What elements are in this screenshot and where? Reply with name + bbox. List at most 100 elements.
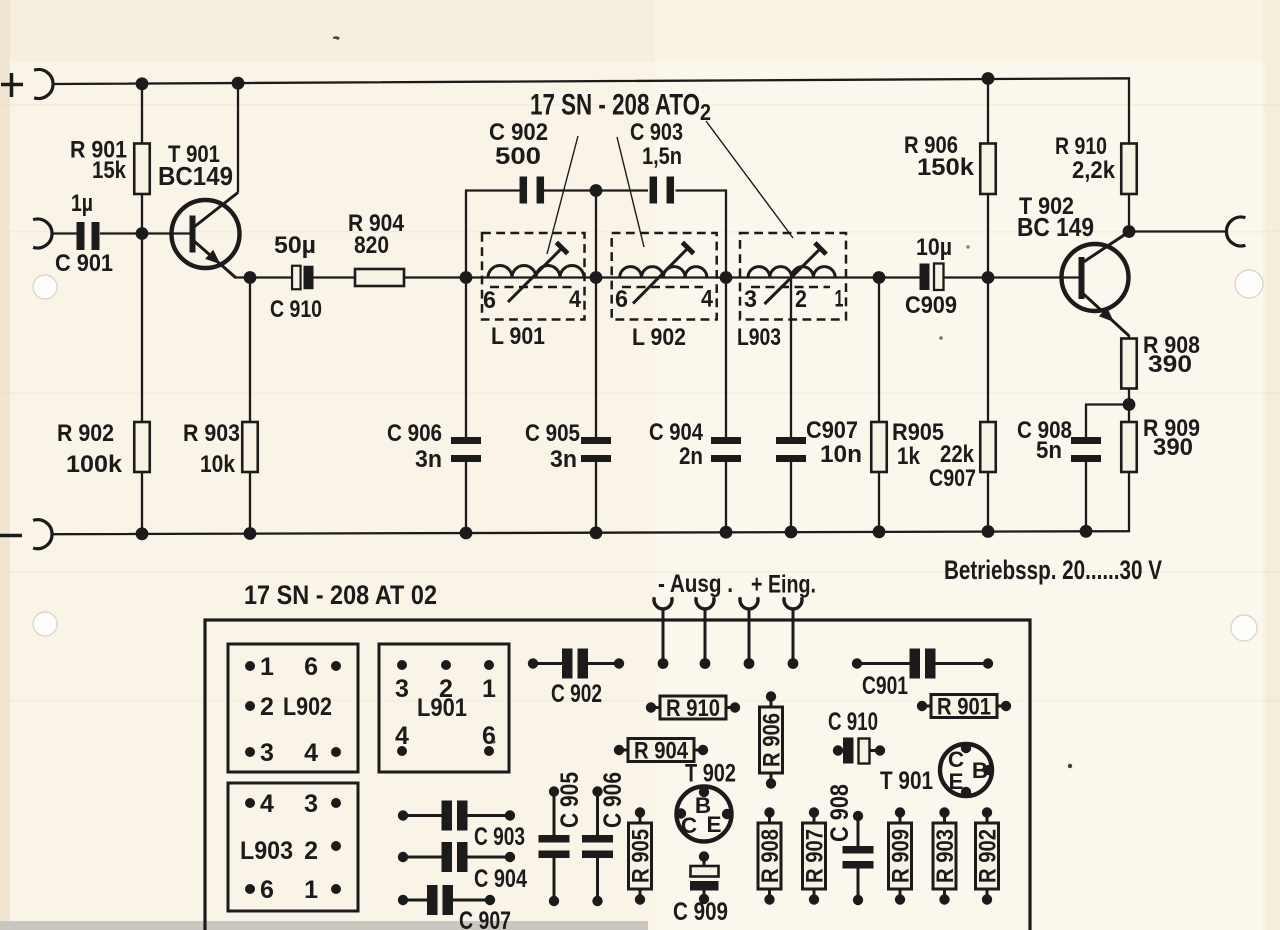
svg-text:6: 6 <box>615 286 628 313</box>
svg-text:R 908: R 908 <box>757 829 784 883</box>
svg-text:R 903: R 903 <box>932 829 959 883</box>
svg-text:L903: L903 <box>737 324 781 351</box>
svg-text:R905: R905 <box>892 419 944 446</box>
svg-text:R 904: R 904 <box>348 210 404 237</box>
svg-text:10µ: 10µ <box>916 234 952 261</box>
svg-text:10n: 10n <box>820 441 862 468</box>
svg-text:2n: 2n <box>679 443 703 470</box>
svg-text:C 908: C 908 <box>1017 417 1072 444</box>
svg-text:500: 500 <box>495 143 541 170</box>
svg-text:C 903: C 903 <box>630 119 683 146</box>
svg-text:R 908: R 908 <box>1143 332 1200 359</box>
svg-text:150k: 150k <box>917 154 974 181</box>
svg-text:T 902: T 902 <box>1019 193 1074 220</box>
svg-text:2: 2 <box>700 99 711 125</box>
svg-text:C 902: C 902 <box>551 680 602 708</box>
svg-text:2: 2 <box>304 837 318 865</box>
svg-text:1µ: 1µ <box>71 190 93 217</box>
svg-text:T 902: T 902 <box>685 760 736 788</box>
svg-text:R 906: R 906 <box>904 132 958 159</box>
svg-text:C 906: C 906 <box>599 772 627 828</box>
svg-text:R 901: R 901 <box>937 694 991 721</box>
svg-text:3: 3 <box>744 286 757 313</box>
svg-text:C 904: C 904 <box>474 865 527 893</box>
svg-text:L902: L902 <box>283 693 332 721</box>
svg-text:1: 1 <box>482 675 496 703</box>
svg-text:2: 2 <box>439 675 453 703</box>
svg-text:C 905: C 905 <box>525 420 580 447</box>
svg-text:C 905: C 905 <box>556 772 584 828</box>
svg-text:R 902: R 902 <box>975 829 1002 883</box>
svg-text:R 910: R 910 <box>666 695 720 722</box>
svg-text:L 901: L 901 <box>491 323 545 350</box>
svg-text:C: C <box>681 813 697 838</box>
svg-text:3n: 3n <box>550 446 577 473</box>
svg-text:- Ausg .: - Ausg . <box>658 570 733 598</box>
svg-text:4: 4 <box>701 286 713 313</box>
svg-text:1: 1 <box>835 286 844 313</box>
svg-text:6: 6 <box>482 722 496 750</box>
svg-text:820: 820 <box>354 232 389 259</box>
svg-text:C 910: C 910 <box>270 296 322 323</box>
svg-text:E: E <box>948 769 963 794</box>
svg-text:R 906: R 906 <box>759 713 786 767</box>
svg-text:C907: C907 <box>929 465 976 492</box>
svg-text:C 901: C 901 <box>55 250 113 277</box>
svg-text:10k: 10k <box>200 451 235 478</box>
svg-text:5n: 5n <box>1036 437 1062 464</box>
svg-text:C 910: C 910 <box>828 708 878 736</box>
svg-text:1: 1 <box>260 653 274 681</box>
svg-text:4: 4 <box>304 739 318 767</box>
svg-text:1k: 1k <box>897 443 920 470</box>
svg-text:L 902: L 902 <box>632 324 686 351</box>
svg-text:17 SN - 208 AT 02: 17 SN - 208 AT 02 <box>244 580 437 610</box>
svg-text:50µ: 50µ <box>274 232 316 259</box>
svg-text:R 909: R 909 <box>888 829 915 883</box>
svg-text:C: C <box>948 747 964 772</box>
svg-text:1: 1 <box>304 876 318 904</box>
svg-text:100k: 100k <box>66 451 122 478</box>
svg-text:C 903: C 903 <box>474 823 525 851</box>
svg-text:C 904: C 904 <box>649 419 703 446</box>
svg-text:R 904: R 904 <box>634 738 688 765</box>
svg-text:17 SN - 208 ATO: 17 SN - 208 ATO <box>530 89 700 122</box>
svg-text:T 901: T 901 <box>168 141 220 168</box>
svg-text:R 907: R 907 <box>802 829 829 883</box>
svg-text:3: 3 <box>395 675 409 703</box>
svg-text:390: 390 <box>1148 351 1192 378</box>
svg-text:3: 3 <box>260 739 274 767</box>
svg-text:+ Eing.: + Eing. <box>751 571 816 599</box>
svg-text:3: 3 <box>304 790 318 818</box>
svg-text:B: B <box>972 758 988 783</box>
svg-text:4: 4 <box>260 790 274 818</box>
svg-text:22k: 22k <box>940 441 974 468</box>
svg-text:R 910: R 910 <box>1055 133 1107 160</box>
svg-text:R 901: R 901 <box>70 137 127 164</box>
svg-text:R 902: R 902 <box>57 420 114 447</box>
svg-text:E: E <box>706 812 721 837</box>
svg-text:6: 6 <box>260 876 274 904</box>
svg-text:390: 390 <box>1153 434 1193 461</box>
svg-text:BC149: BC149 <box>158 161 233 191</box>
svg-text:R 905: R 905 <box>628 829 655 883</box>
svg-text:R 903: R 903 <box>183 420 240 447</box>
svg-text:L903: L903 <box>240 837 293 865</box>
svg-text:L901: L901 <box>417 694 467 722</box>
svg-text:15k: 15k <box>92 157 126 184</box>
svg-text:R 909: R 909 <box>1143 415 1200 442</box>
svg-text:BC 149: BC 149 <box>1017 212 1094 242</box>
svg-text:4: 4 <box>569 286 581 313</box>
svg-text:C 906: C 906 <box>387 420 442 447</box>
svg-text:6: 6 <box>304 653 318 681</box>
svg-text:6: 6 <box>483 287 496 314</box>
svg-text:3n: 3n <box>415 446 442 473</box>
svg-text:C907: C907 <box>806 417 858 444</box>
svg-text:2: 2 <box>260 693 274 721</box>
svg-text:C909: C909 <box>905 292 957 319</box>
svg-text:4: 4 <box>395 722 409 750</box>
svg-text:2,2k: 2,2k <box>1072 157 1115 184</box>
svg-text:B: B <box>695 793 711 818</box>
svg-text:C 902: C 902 <box>489 119 548 146</box>
svg-text:C 907: C 907 <box>459 907 511 930</box>
svg-text:1,5n: 1,5n <box>642 143 682 170</box>
